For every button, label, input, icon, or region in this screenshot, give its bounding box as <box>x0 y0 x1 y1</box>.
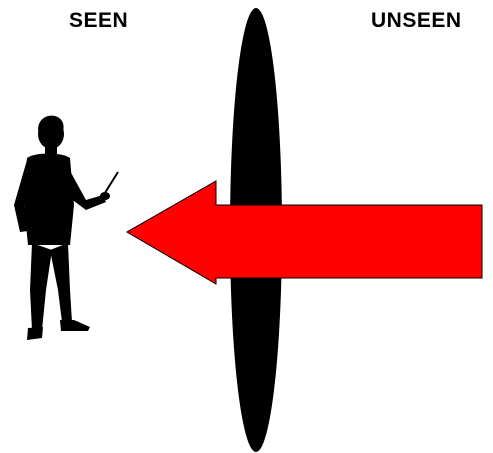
presenter-silhouette-icon <box>14 116 118 340</box>
red-arrow <box>127 181 482 284</box>
